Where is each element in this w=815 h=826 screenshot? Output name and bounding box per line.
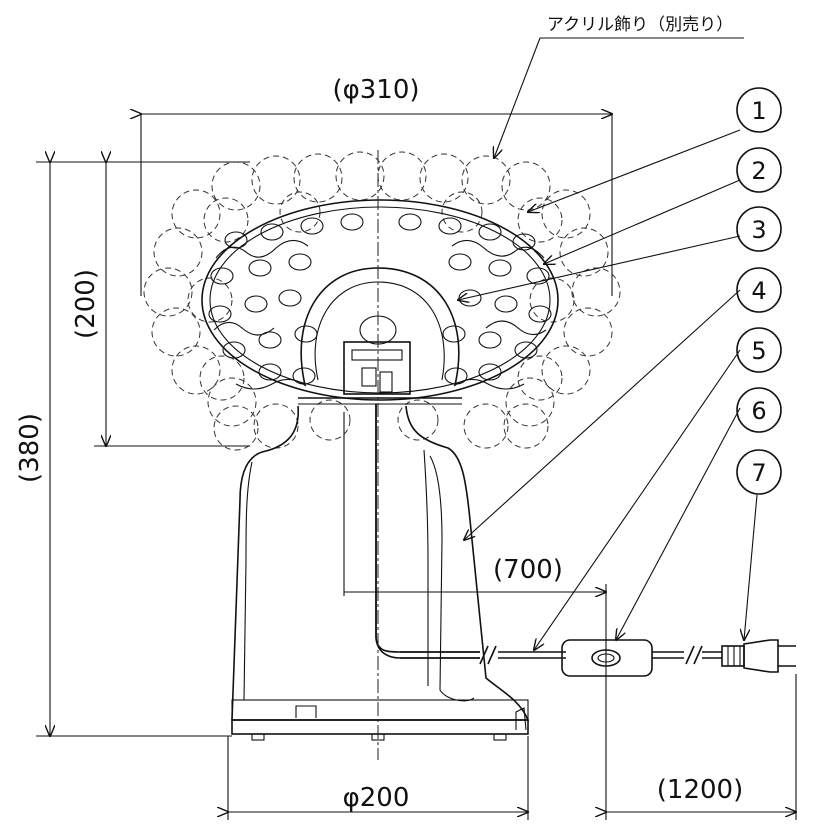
callout-circle-5 <box>736 327 782 373</box>
dim-base-diameter: φ200 <box>343 783 410 813</box>
part-callouts: 1 2 3 4 5 6 7 <box>736 87 782 495</box>
dim-cord-length: (700) <box>493 555 563 585</box>
dimension-lines <box>36 114 796 820</box>
power-cord <box>375 404 722 665</box>
dim-width-top: (φ310) <box>332 75 419 105</box>
callout-number-3: 3 <box>751 216 766 244</box>
metal-shade <box>201 199 559 401</box>
callout-circle-4 <box>736 267 782 313</box>
callout-number-5: 5 <box>751 337 766 365</box>
socket-holder <box>298 341 462 405</box>
callout-number-6: 6 <box>751 397 766 425</box>
inline-switch <box>561 639 653 677</box>
dim-total-height: (380) <box>15 413 45 483</box>
dim-shade-height: (200) <box>71 269 101 339</box>
callout-circle-2 <box>736 147 782 193</box>
callout-circle-3 <box>736 206 782 252</box>
bulb-guard <box>300 267 460 386</box>
callout-circle-6 <box>736 387 782 433</box>
callout-number-2: 2 <box>751 157 766 185</box>
power-plug <box>721 639 796 673</box>
dim-switch-to-plug: (1200) <box>657 775 743 805</box>
leader-lines <box>458 37 758 650</box>
callout-number-4: 4 <box>751 277 766 305</box>
callout-number-1: 1 <box>751 97 766 125</box>
callout-circle-7 <box>736 449 782 495</box>
acrylic-bubble-decorations <box>143 151 621 451</box>
acrylic-note-label: アクリル飾り（別売り） <box>547 15 733 35</box>
callout-circle-1 <box>736 87 782 133</box>
lamp-base <box>231 405 530 741</box>
dimension-labels: (φ310) (200) (380) (700) φ200 (1200) アクリ… <box>15 15 743 813</box>
callout-number-7: 7 <box>751 459 766 487</box>
